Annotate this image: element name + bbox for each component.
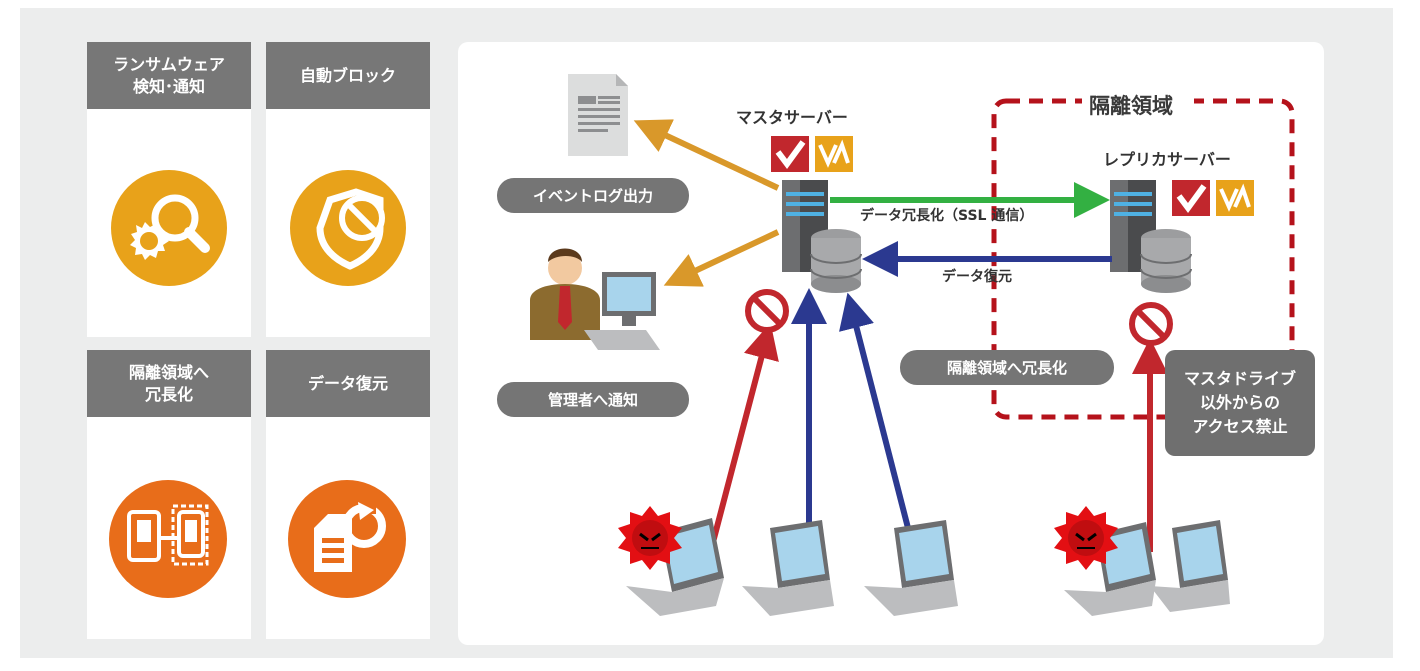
ransomware-virus-icon <box>1054 506 1118 570</box>
laptop-icon <box>1150 520 1230 612</box>
feature-card-ransomware: ランサムウェア 検知･通知 <box>87 42 251 337</box>
access-restriction-note: マスタドライブ 以外からの アクセス禁止 <box>1165 350 1315 456</box>
replica-server-label: レプリカサーバー <box>1103 150 1231 169</box>
feature-card-title: 隔離領域へ 冗長化 <box>87 350 251 417</box>
laptop-icon <box>626 518 724 616</box>
event-log-pill: イベントログ出力 <box>497 178 689 213</box>
document-icon <box>568 74 628 156</box>
replica-server-icon <box>1110 180 1192 293</box>
feature-card-title: 自動ブロック <box>266 42 430 109</box>
feature-card-title: データ復元 <box>266 350 430 417</box>
security-logo-icons <box>771 136 853 172</box>
administrator-icon <box>530 248 660 350</box>
master-server-label: マスタサーバー <box>736 108 848 127</box>
access-arrow <box>839 292 911 529</box>
feature-card-data-restore: データ復元 <box>266 350 430 639</box>
redundancy-label: データ冗長化（SSL 通信） <box>860 208 1034 224</box>
event-log-arrow <box>633 119 780 191</box>
admin-notify-arrow <box>663 229 780 287</box>
isolation-redundancy-pill: 隔離領域へ冗長化 <box>900 350 1114 385</box>
shield-block-icon <box>290 170 406 286</box>
laptop-icon <box>742 520 834 616</box>
feature-card-title: ランサムウェア 検知･通知 <box>87 42 251 109</box>
laptop-icon <box>864 520 958 616</box>
feature-card-isolation-redundancy: 隔離領域へ 冗長化 <box>87 350 251 639</box>
restore-label: データ復元 <box>942 269 1012 285</box>
ransomware-search-icon <box>111 170 227 286</box>
admin-notify-pill: 管理者へ通知 <box>497 382 689 417</box>
document-restore-icon <box>288 480 406 598</box>
prohibited-icon <box>745 289 789 333</box>
attack-arrow <box>709 322 779 547</box>
master-server-icon <box>782 180 862 293</box>
replica-logo-icons <box>1172 180 1254 216</box>
ransomware-virus-icon <box>618 506 682 570</box>
prohibited-icon <box>1129 302 1173 346</box>
isolation-area-label: 隔離領域 <box>1089 94 1173 118</box>
feature-card-auto-block: 自動ブロック <box>266 42 430 337</box>
server-replication-icon <box>109 480 227 598</box>
